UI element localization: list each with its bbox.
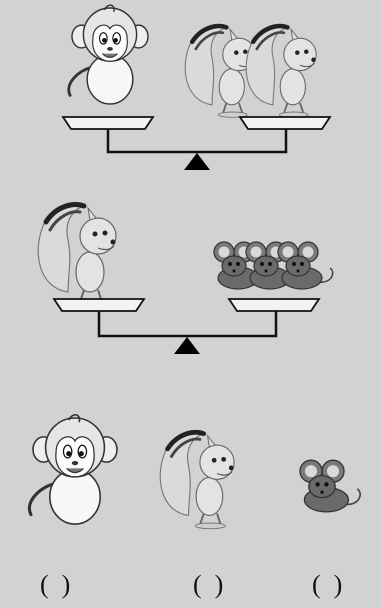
beam-1	[108, 129, 286, 152]
mouse-3	[278, 242, 333, 289]
monkey-answer-blank[interactable]: ( )	[40, 570, 70, 600]
squirrel-on-right-pan-2	[246, 25, 316, 118]
right-pan-1	[240, 117, 330, 129]
mouse-answer-picture	[300, 460, 360, 512]
squirrel-answer-blank[interactable]: ( )	[193, 570, 223, 600]
monkey-answer-picture	[29, 415, 117, 524]
squirrel-answer-picture	[160, 431, 234, 529]
monkey-on-left-pan-1	[69, 5, 148, 104]
left-pan-1	[63, 117, 153, 129]
left-pan-2	[54, 299, 144, 311]
mouse-group-on-right-pan	[214, 242, 333, 289]
squirrel-on-right-pan-1	[185, 25, 255, 118]
beam-2	[99, 311, 276, 336]
fulcrum-2	[174, 337, 200, 354]
mouse-answer-blank[interactable]: ( )	[312, 570, 342, 600]
balance-1	[63, 5, 330, 170]
squirrel-on-left-pan-2	[38, 203, 116, 306]
fulcrum-1	[184, 153, 210, 170]
right-pan-2	[229, 299, 319, 311]
balance-2	[38, 203, 332, 354]
